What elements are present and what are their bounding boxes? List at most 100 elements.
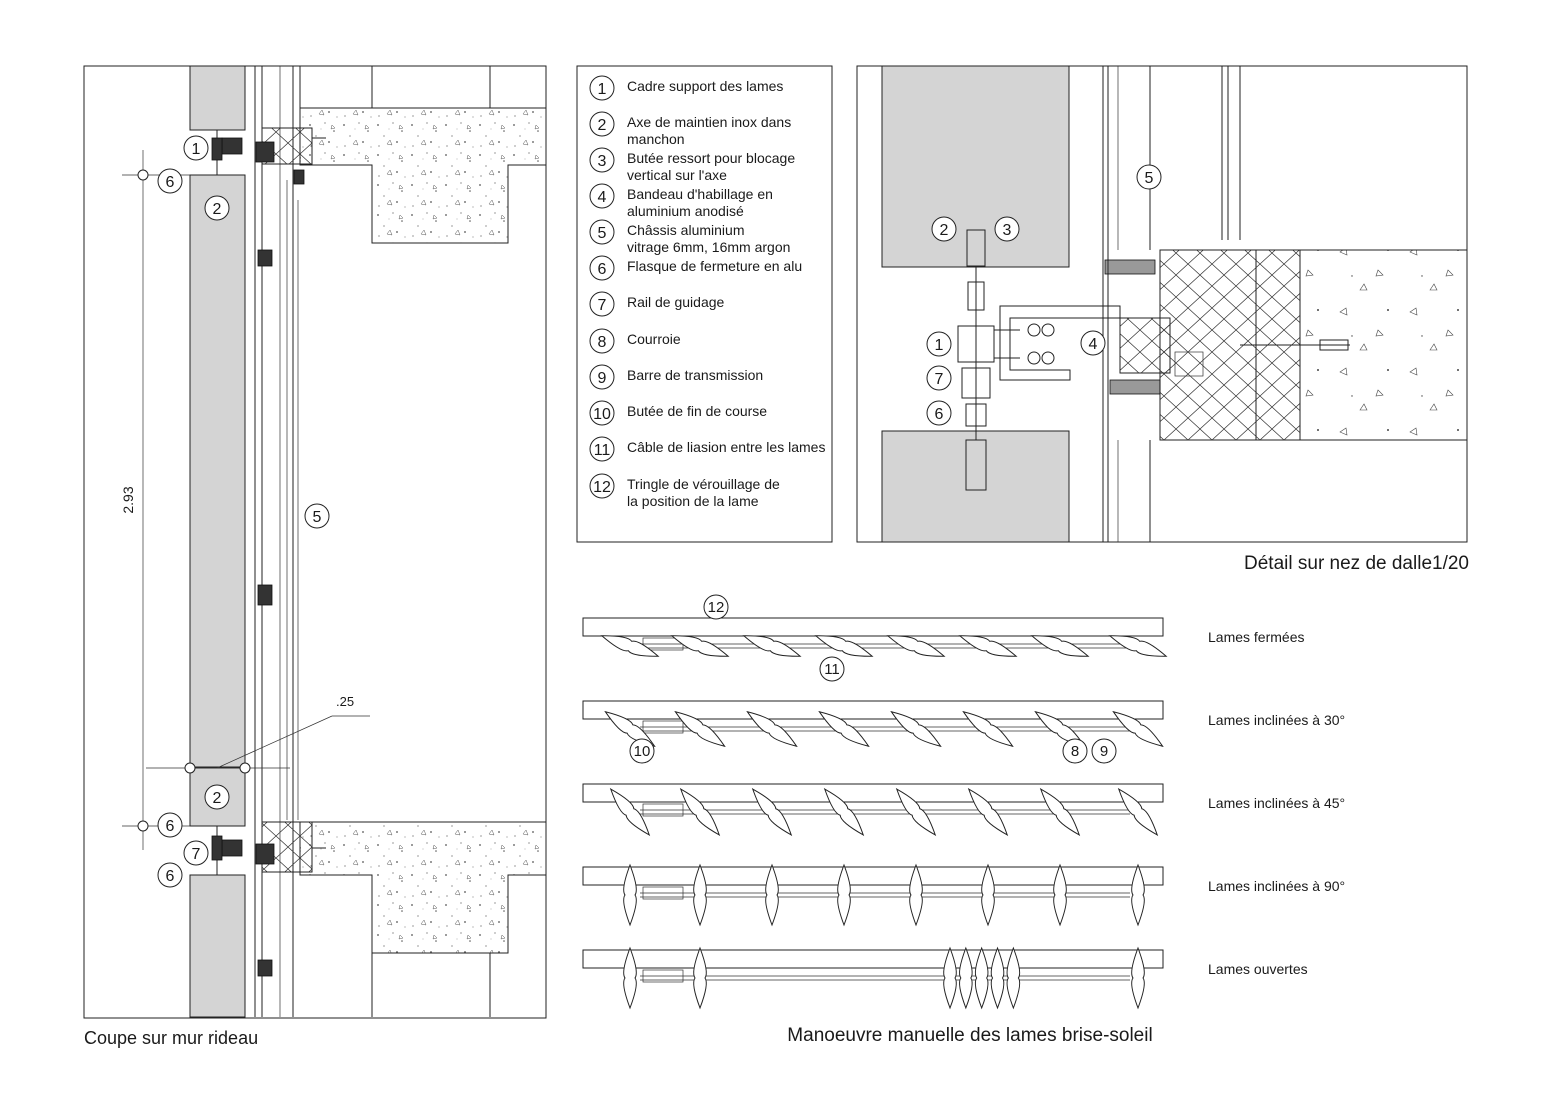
detail-view: 5 2 3 1 4 7 6 Détail sur nez de dalle1/2…	[856, 65, 1469, 574]
blade-mark	[746, 710, 798, 748]
legend-text: la position de la lame	[627, 493, 759, 509]
legend-item: 10 Butée de fin de course	[589, 400, 767, 426]
blade-mark	[1112, 710, 1164, 748]
blade-mark	[967, 787, 1009, 837]
legend-item: 11 Câble de liasion entre les lames	[589, 436, 825, 462]
blade-mark	[670, 635, 730, 657]
detail-blade-bottom	[881, 430, 1070, 543]
legend-number: 1	[598, 81, 607, 98]
legend-number-circle	[589, 400, 615, 426]
legend-number-circle	[589, 219, 615, 245]
svg-text:7: 7	[192, 846, 201, 863]
blade-mark	[959, 946, 973, 1010]
rail	[582, 783, 1164, 803]
section-callout: 7	[183, 840, 209, 866]
svg-text:2: 2	[940, 222, 949, 239]
manoeuvre-callout: 11	[819, 656, 845, 682]
manoeuvre-callout: 12	[703, 594, 729, 620]
blade-mark	[823, 787, 865, 837]
detail-caption: Détail sur nez de dalle1/20	[1244, 553, 1469, 574]
blade-mark	[604, 710, 656, 748]
section-callout: 6	[157, 168, 183, 194]
blade-mark	[600, 635, 660, 657]
blade-mark	[765, 863, 779, 927]
detail-callout: 7	[926, 365, 952, 391]
legend-text: Rail de guidage	[627, 294, 725, 310]
legend-text: Câble de liasion entre les lames	[627, 439, 825, 455]
svg-text:1: 1	[935, 337, 944, 354]
top-slab	[299, 107, 547, 244]
legend-text: Axe de maintien inox dans	[627, 114, 791, 130]
legend-text: vitrage 6mm, 16mm argon	[627, 239, 790, 255]
legend-number-circle	[589, 291, 615, 317]
blade-mark	[609, 787, 651, 837]
blade-mark	[958, 635, 1018, 657]
legend-number-circle	[589, 328, 615, 354]
rail	[582, 866, 1164, 886]
legend-text: Cadre support des lames	[627, 78, 783, 94]
svg-text:3: 3	[1003, 222, 1012, 239]
legend-text: Bandeau d'habillage en	[627, 186, 773, 202]
blade-mark	[674, 710, 726, 748]
blade-mark	[962, 710, 1014, 748]
legend-number: 8	[598, 334, 607, 351]
legend-number: 11	[594, 442, 611, 459]
rail	[582, 617, 1164, 637]
manoeuvre-callout: 8	[1062, 738, 1088, 764]
manoeuvre-row-label: Lames inclinées à 30°	[1208, 712, 1345, 728]
svg-text:2: 2	[213, 201, 222, 218]
blade-mark	[623, 863, 637, 927]
section-callout: 1	[183, 135, 209, 161]
legend-number-circle	[589, 364, 615, 390]
blade-mark	[1131, 946, 1145, 1010]
legend-frame	[576, 65, 833, 543]
legend-number: 6	[598, 261, 607, 278]
legend-text: Butée de fin de course	[627, 403, 767, 419]
legend-number-circle	[589, 111, 615, 137]
legend-text: Châssis aluminium	[627, 222, 744, 238]
legend-text: Butée ressort pour blocage	[627, 150, 795, 166]
legend-item: 8 Courroie	[589, 328, 681, 354]
section-caption: Coupe sur mur rideau	[84, 1028, 258, 1048]
svg-text:12: 12	[708, 599, 725, 616]
detail-blade-top	[881, 65, 1070, 268]
legend-item: 1 Cadre support des lames	[589, 75, 783, 101]
manoeuvre-callout: 10	[629, 738, 655, 764]
manoeuvre-row-label: Lames ouvertes	[1208, 961, 1308, 977]
detail-callout: 4	[1080, 330, 1106, 356]
svg-text:4: 4	[1089, 336, 1098, 353]
blade-mark	[890, 710, 942, 748]
svg-text:10: 10	[634, 743, 651, 760]
blade-mark	[693, 946, 707, 1010]
legend-text: Courroie	[627, 331, 681, 347]
legend-number-circle	[589, 147, 615, 173]
detail-callout: 2	[931, 216, 957, 242]
legend-number: 9	[598, 370, 607, 387]
blade-mark	[1117, 787, 1159, 837]
blade-mark	[990, 946, 1005, 1010]
manoeuvre-row: Lames inclinées à 45°	[582, 783, 1345, 837]
blade	[189, 65, 246, 131]
svg-text:5: 5	[1145, 170, 1154, 187]
blade-mark	[837, 863, 851, 927]
blade-mark	[1006, 946, 1021, 1010]
svg-text:8: 8	[1071, 743, 1079, 760]
section-frame	[83, 65, 547, 1019]
legend-number: 2	[598, 117, 607, 134]
legend-number: 10	[593, 406, 611, 423]
detail-callout: 6	[926, 400, 952, 426]
blade-mark	[818, 710, 870, 748]
svg-text:6: 6	[166, 174, 175, 191]
blade-mark	[909, 863, 923, 927]
blade-mark	[943, 946, 957, 1010]
detail-callout: 5	[1136, 164, 1162, 190]
legend-number-circle	[589, 255, 615, 281]
svg-text:9: 9	[1100, 743, 1108, 760]
blade	[189, 874, 246, 1018]
